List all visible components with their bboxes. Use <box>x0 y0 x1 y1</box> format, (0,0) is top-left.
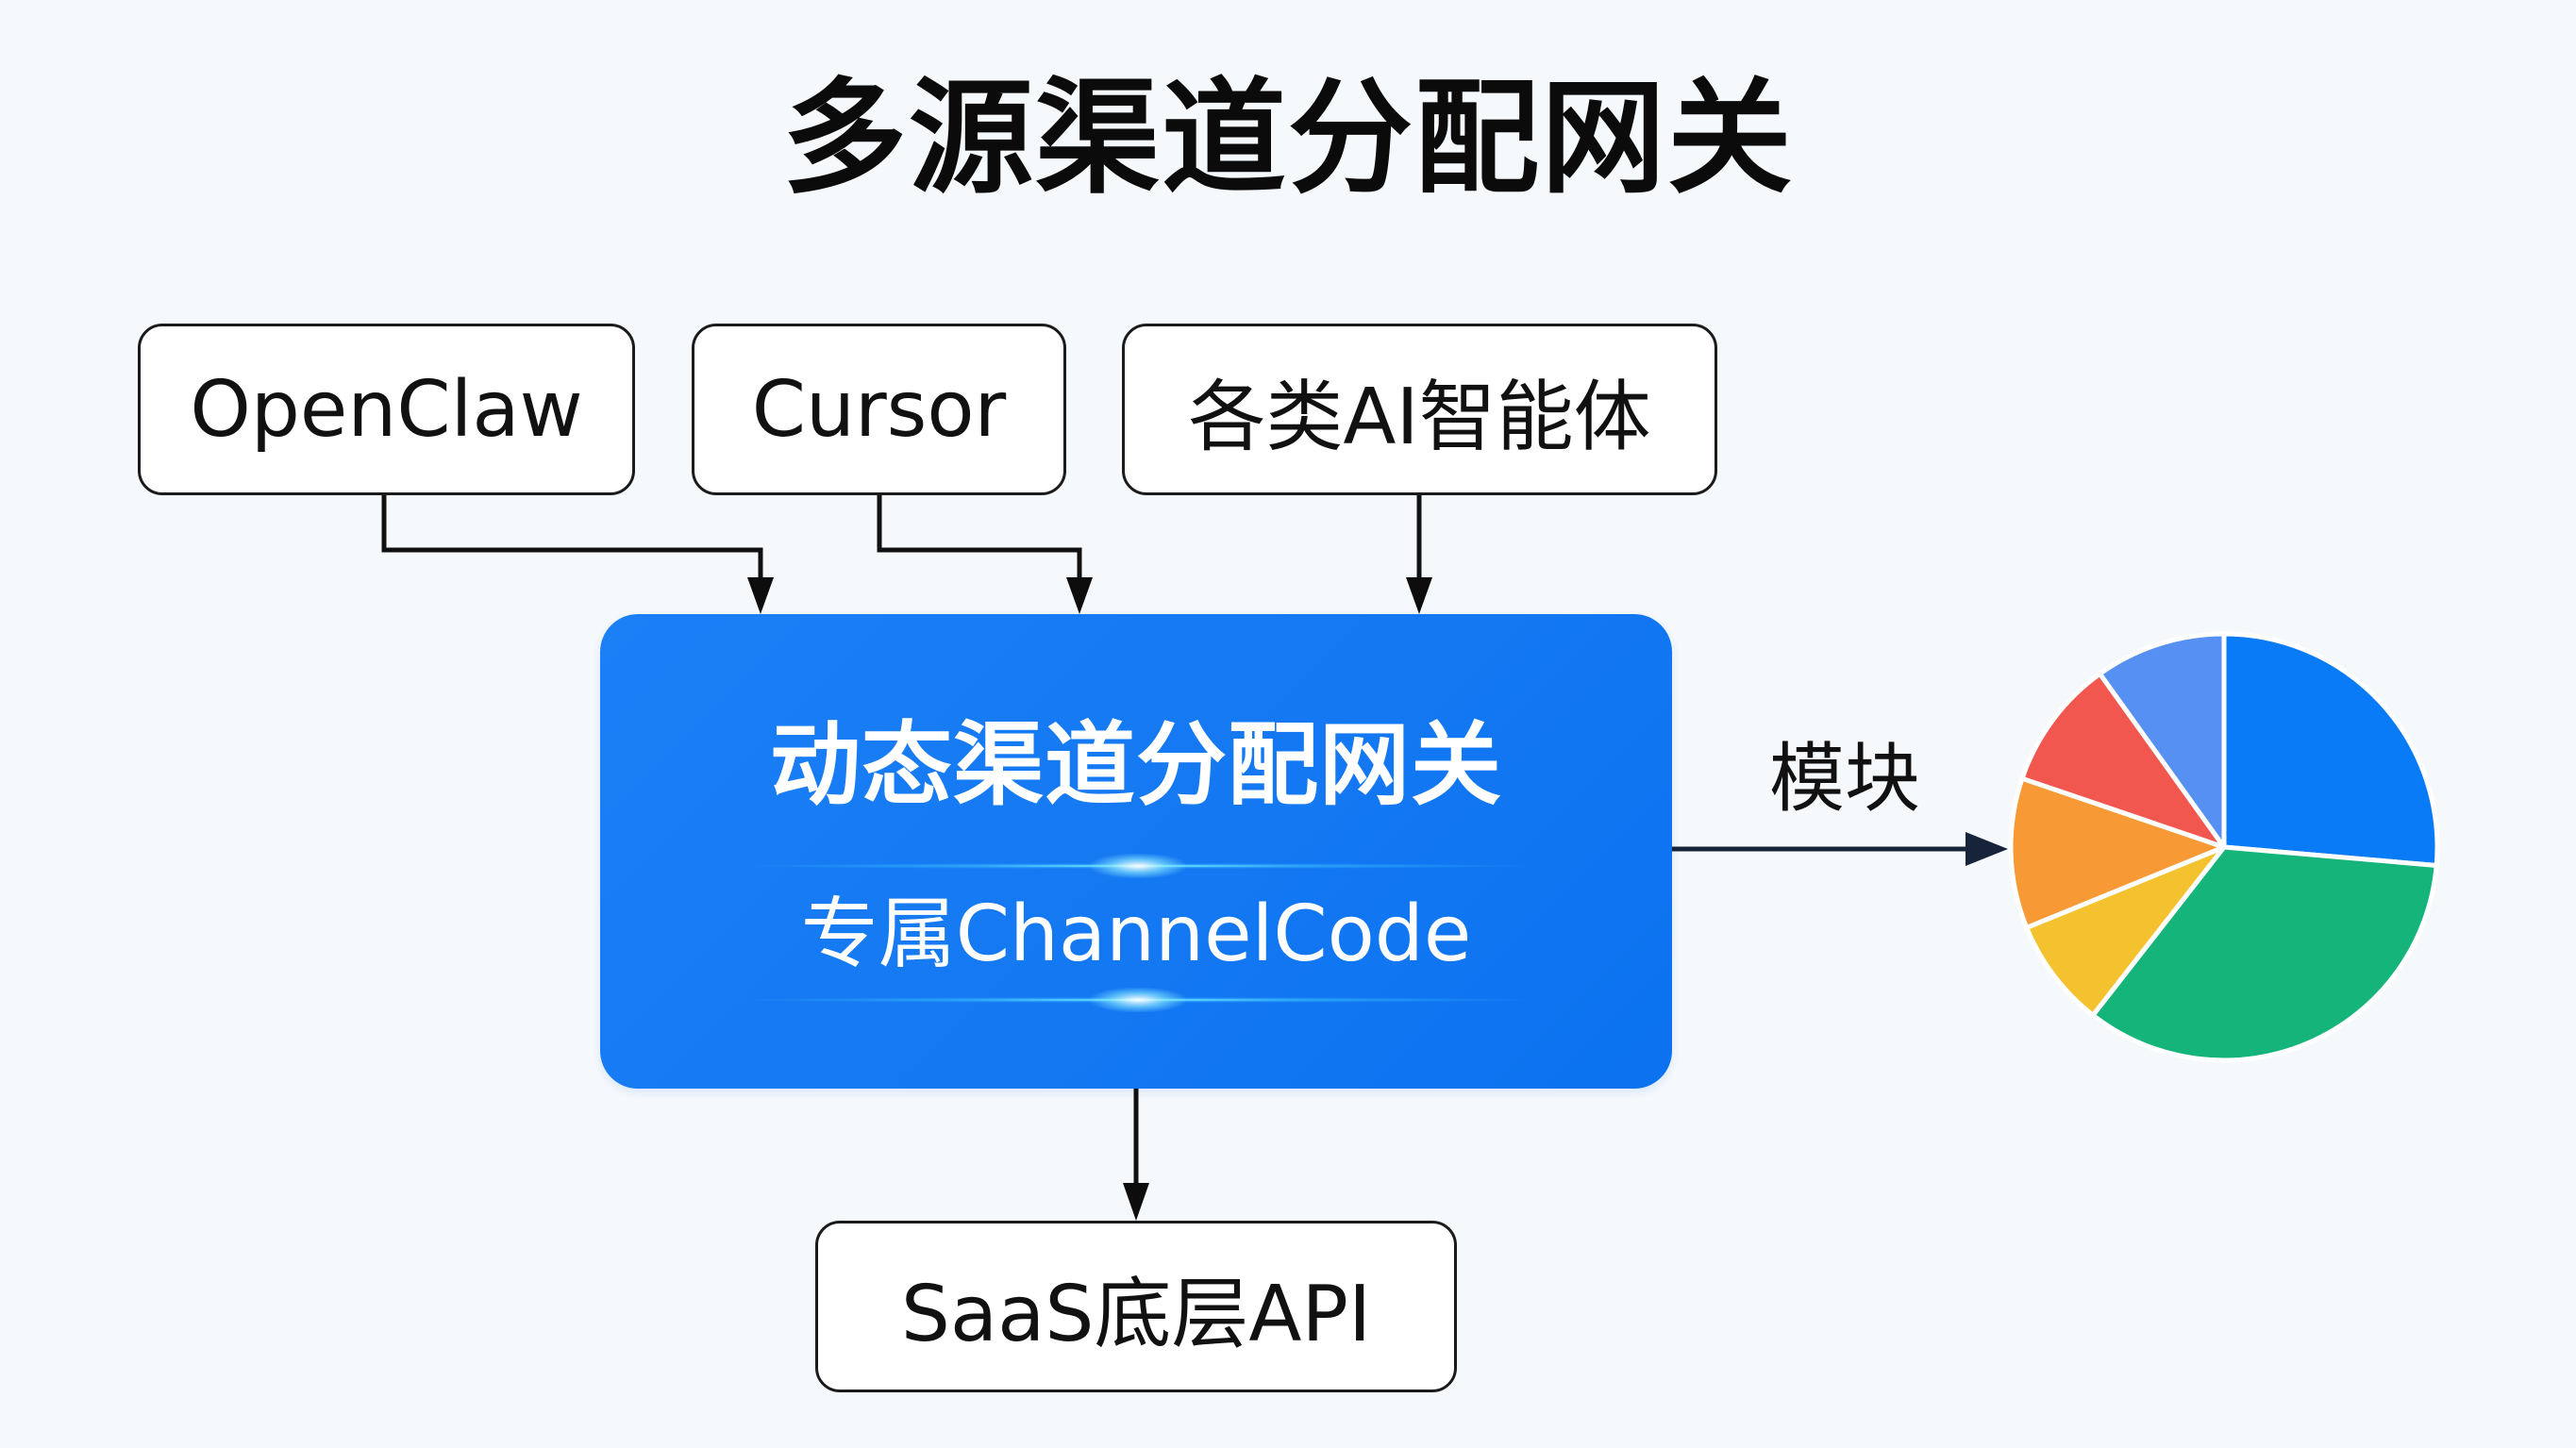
arrowhead-icon <box>1965 832 2008 866</box>
gateway-box: 动态渠道分配网关 专属ChannelCode <box>600 614 1672 1089</box>
glow-divider <box>732 988 1544 1012</box>
pie-slice-6 <box>2097 631 2227 850</box>
source-label: Cursor <box>751 364 1007 455</box>
arrowhead-icon <box>1123 1183 1149 1221</box>
gateway-subtitle: 专属ChannelCode <box>800 890 1472 979</box>
source-box-ai-agents: 各类AI智能体 <box>1122 324 1717 495</box>
source-box-openclaw: OpenClaw <box>138 324 635 495</box>
output-box-saas-api: SaaS底层API <box>815 1221 1457 1392</box>
pie-slice-1 <box>2221 631 2440 868</box>
module-arrow-label: 模块 <box>1769 735 1920 823</box>
source-box-cursor: Cursor <box>692 324 1066 495</box>
connector-cursor-to-gateway <box>877 495 1082 577</box>
source-label: 各类AI智能体 <box>1188 372 1651 462</box>
pie-slice-3 <box>2024 844 2227 1018</box>
output-label: SaaS底层API <box>900 1269 1372 1359</box>
pie-slice-2 <box>2090 844 2439 1063</box>
connector-openclaw-to-gateway <box>381 495 763 577</box>
diagram-title: 多源渠道分配网关 <box>782 66 1794 211</box>
arrowhead-icon <box>1066 577 1093 614</box>
gateway-title: 动态渠道分配网关 <box>770 712 1502 818</box>
pie-slice-5 <box>2019 671 2227 850</box>
pie-slice-4 <box>2008 775 2227 930</box>
source-label: OpenClaw <box>190 364 583 455</box>
glow-divider <box>732 854 1544 878</box>
pie-chart <box>2008 631 2440 1063</box>
arrowhead-icon <box>1406 577 1432 614</box>
arrowhead-icon <box>747 577 774 614</box>
